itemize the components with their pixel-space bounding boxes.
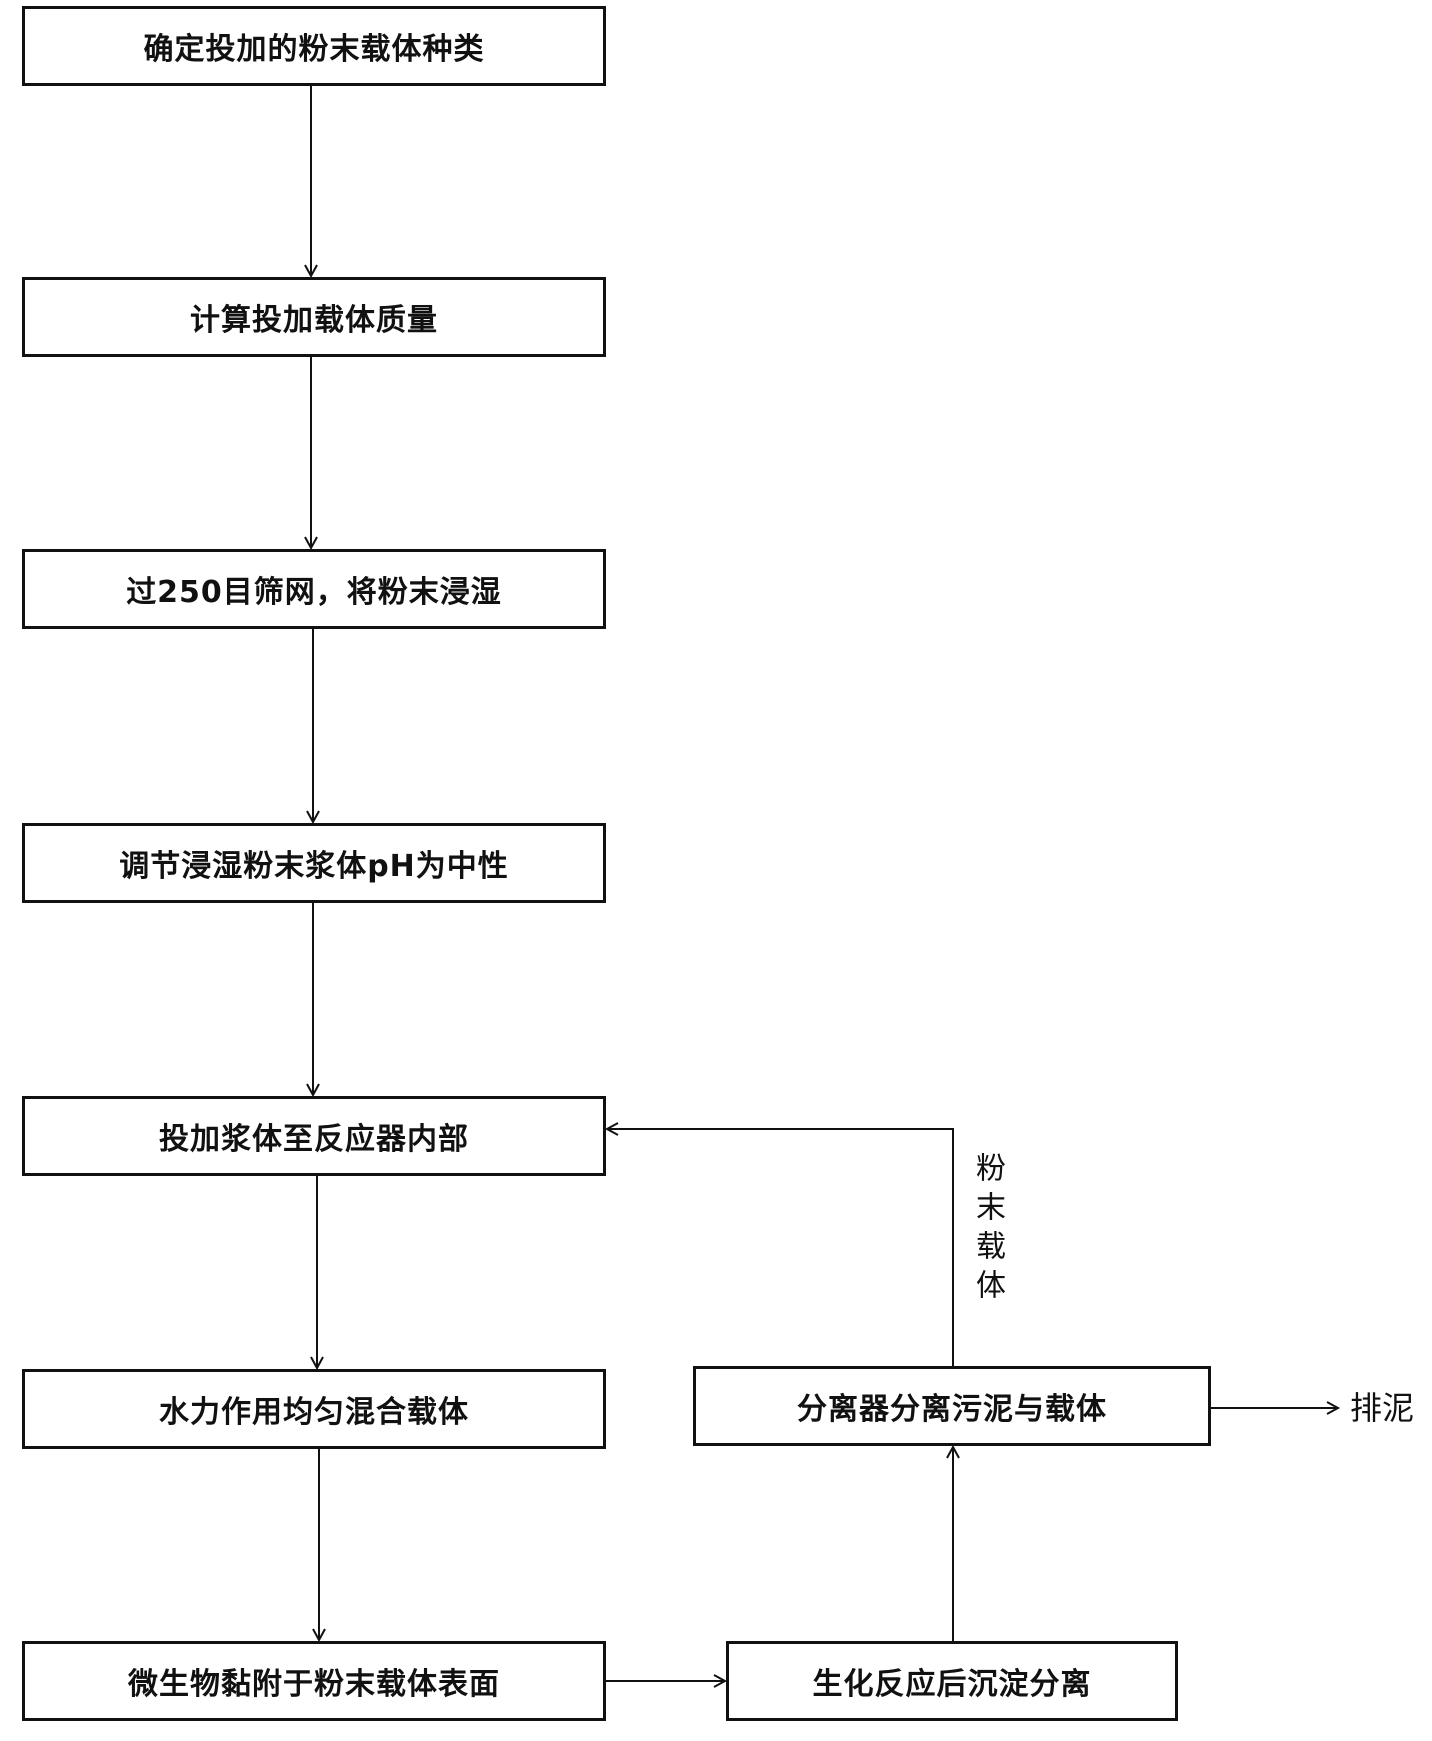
separator-box: 分离器分离污泥与载体 — [693, 1366, 1211, 1446]
step-box-1: 确定投加的粉末载体种类 — [22, 6, 606, 86]
step-box-2: 计算投加载体质量 — [22, 277, 606, 357]
step-box-4: 调节浸湿粉末浆体pH为中性 — [22, 823, 606, 903]
separator-label: 分离器分离污泥与载体 — [797, 1392, 1107, 1427]
step-label-3: 过250目筛网，将粉末浸湿 — [126, 575, 502, 610]
step-label-2: 计算投加载体质量 — [190, 303, 438, 338]
sediment-separation-label: 生化反应后沉淀分离 — [812, 1667, 1092, 1702]
sediment-separation-box: 生化反应后沉淀分离 — [726, 1641, 1178, 1721]
recycle-carrier-label: 粉末载体 — [970, 1152, 1005, 1308]
step-box-6: 水力作用均匀混合载体 — [22, 1369, 606, 1449]
step-label-4: 调节浸湿粉末浆体pH为中性 — [119, 849, 509, 884]
step-label-6: 水力作用均匀混合载体 — [159, 1395, 469, 1430]
step-label-1: 确定投加的粉末载体种类 — [143, 32, 485, 67]
arrow-recycle-to-step5 — [604, 1122, 954, 1366]
step-box-7: 微生物黏附于粉末载体表面 — [22, 1641, 606, 1721]
sludge-discharge-label: 排泥 — [1350, 1389, 1415, 1427]
step-label-7: 微生物黏附于粉末载体表面 — [128, 1667, 500, 1702]
step-box-5: 投加浆体至反应器内部 — [22, 1096, 606, 1176]
step-label-5: 投加浆体至反应器内部 — [159, 1122, 469, 1157]
step-box-3: 过250目筛网，将粉末浸湿 — [22, 549, 606, 629]
